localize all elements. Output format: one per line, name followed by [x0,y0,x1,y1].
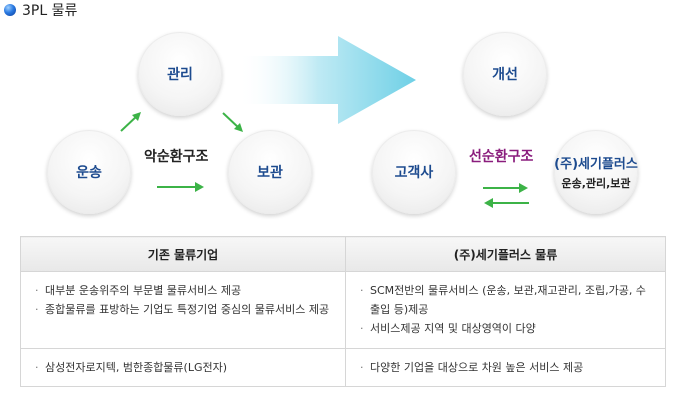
list-item: 대부분 운송위주의 부문별 물류서비스 제공 [31,281,335,300]
node-customer: 고객사 [372,130,456,214]
arrow-right-icon [157,182,204,192]
list-item: SCM전반의 물류서비스 (운송, 보관,재고관리, 조립,가공, 수출입 등)… [356,281,655,319]
section-title-text: 3PL 물류 [22,3,78,19]
arrow-left-icon [484,198,529,208]
table-row: 삼성전자로지텍, 범한종합물류(LG전자) 다양한 기업을 대상으로 차원 높은… [20,348,666,387]
table-row: 대부분 운송위주의 부문별 물류서비스 제공 종합물류를 표방하는 기업도 특정… [20,271,666,349]
node-customer-label: 고객사 [394,165,434,181]
arrow-right-2-icon [483,183,528,193]
cell-existing-1: 대부분 운송위주의 부문별 물류서비스 제공 종합물류를 표방하는 기업도 특정… [20,271,346,349]
section-title: 3PL 물류 [4,0,77,20]
node-storage-label: 보관 [257,165,283,181]
vicious-cycle-label: 악순환구조 [144,149,209,165]
virtuous-cycle-label: 선순환구조 [469,149,534,165]
node-transport-label: 운송 [76,165,102,181]
table-header-row: 기존 물류기업 (주)세기플러스 물류 [20,236,666,272]
node-improve: 개선 [463,32,547,116]
list-item: 서비스제공 지역 및 대상영역이 다양 [356,319,655,338]
header-segiplus: (주)세기플러스 물류 [345,236,666,272]
list-item: 종합물류를 표방하는 기업도 특정기업 중심의 물류서비스 제공 [31,300,335,319]
arrow-down-right-icon [222,112,243,132]
node-manage: 관리 [138,32,222,116]
node-storage: 보관 [228,130,312,214]
list-item: 다양한 기업을 대상으로 차원 높은 서비스 제공 [356,358,655,377]
node-segiplus-sub: 운송,관리,보관 [561,177,631,190]
header-existing: 기존 물류기업 [20,236,346,272]
cell-segiplus-2: 다양한 기업을 대상으로 차원 높은 서비스 제공 [345,348,666,387]
node-manage-label: 관리 [167,67,193,83]
node-segiplus-label: (주)세기플러스 [554,157,638,172]
arrow-up-right-icon [120,112,141,132]
comparison-table: 기존 물류기업 (주)세기플러스 물류 대부분 운송위주의 부문별 물류서비스 … [20,236,666,387]
blue-bullet-icon [4,4,16,16]
node-transport: 운송 [47,130,131,214]
cell-existing-2: 삼성전자로지텍, 범한종합물류(LG전자) [20,348,346,387]
big-chevron-arrow-icon [238,36,416,124]
node-improve-label: 개선 [492,67,518,83]
cell-segiplus-1: SCM전반의 물류서비스 (운송, 보관,재고관리, 조립,가공, 수출입 등)… [345,271,666,349]
list-item: 삼성전자로지텍, 범한종합물류(LG전자) [31,358,335,377]
node-segiplus: (주)세기플러스 운송,관리,보관 [554,130,638,214]
